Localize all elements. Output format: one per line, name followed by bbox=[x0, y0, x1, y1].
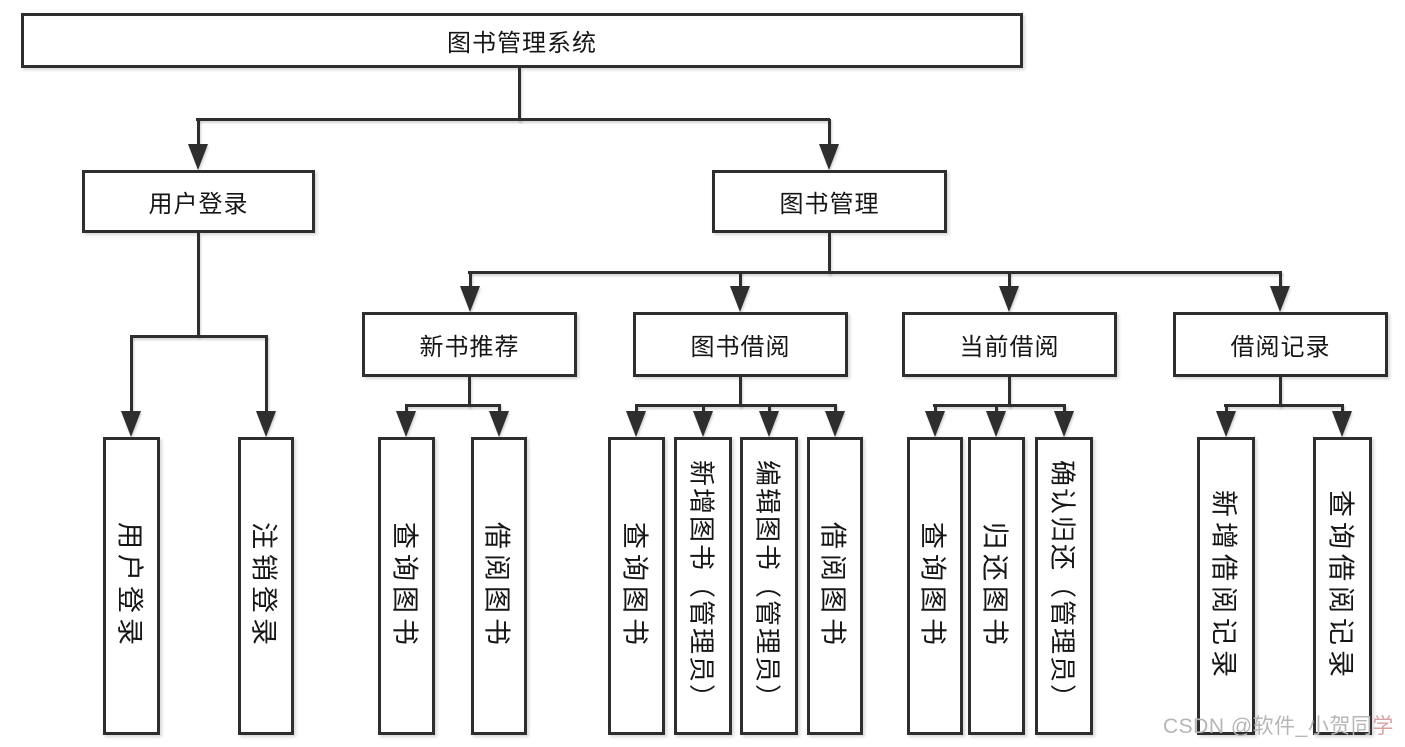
arrow-down-icon bbox=[1216, 406, 1236, 437]
connector-book-management-stem bbox=[828, 233, 831, 274]
connector-borrow-bar bbox=[635, 404, 837, 407]
arrow-down-icon bbox=[730, 272, 750, 312]
connector-root-stem bbox=[518, 68, 521, 121]
node-library-system: 图书管理系统 bbox=[21, 13, 1023, 68]
node-add-book-admin: 新增图书（管理员） bbox=[674, 437, 732, 735]
arrow-down-icon bbox=[256, 336, 276, 437]
arrow-down-icon bbox=[1054, 406, 1074, 437]
node-label: 图书管理 bbox=[779, 191, 880, 218]
arrow-down-icon bbox=[188, 119, 208, 170]
node-book-borrow: 图书借阅 bbox=[633, 312, 848, 377]
arrow-down-icon bbox=[759, 406, 779, 437]
node-label: 借阅记录 bbox=[1230, 334, 1331, 361]
arrow-down-icon bbox=[693, 406, 713, 437]
csdn-watermark-text: CSDN @软件_小贺同 bbox=[1163, 715, 1373, 738]
connector-user-login-stem bbox=[197, 233, 200, 337]
node-label: 确认归还（管理员） bbox=[1047, 459, 1078, 713]
arrow-down-icon bbox=[999, 272, 1019, 312]
csdn-watermark-accent: 学 bbox=[1372, 715, 1394, 738]
arrow-down-icon bbox=[1270, 272, 1290, 312]
connector-records-stem bbox=[1279, 377, 1282, 407]
node-new-book-recommend: 新书推荐 bbox=[362, 312, 577, 377]
node-label: 借阅图书 bbox=[817, 522, 848, 650]
node-add-borrow-record: 新增借阅记录 bbox=[1197, 437, 1255, 735]
connector-recommend-stem bbox=[468, 377, 471, 407]
connector-level3-bar bbox=[468, 271, 1282, 274]
node-label: 新书推荐 bbox=[419, 334, 520, 361]
node-query-books-recommend: 查询图书 bbox=[378, 437, 435, 735]
node-label: 查询图书 bbox=[619, 522, 649, 650]
node-borrow-books-borrow: 借阅图书 bbox=[807, 437, 863, 735]
node-borrow-books-recommend: 借阅图书 bbox=[471, 437, 527, 735]
arrow-down-icon bbox=[489, 406, 509, 437]
node-book-management: 图书管理 bbox=[712, 170, 947, 233]
node-label: 归还图书 bbox=[979, 522, 1009, 650]
node-label: 新增借阅记录 bbox=[1208, 490, 1239, 682]
connector-records-bar bbox=[1224, 404, 1344, 407]
node-label: 借阅图书 bbox=[481, 522, 512, 650]
connector-level2-bar bbox=[196, 118, 830, 121]
node-label: 编辑图书（管理员） bbox=[752, 459, 783, 713]
arrow-down-icon bbox=[1332, 406, 1352, 437]
arrow-down-icon bbox=[121, 336, 141, 437]
node-query-books-current: 查询图书 bbox=[907, 437, 963, 735]
node-label: 查询图书 bbox=[389, 522, 419, 650]
node-user-login: 用户登录 bbox=[82, 170, 315, 233]
node-edit-book-admin: 编辑图书（管理员） bbox=[740, 437, 798, 735]
connector-recommend-bar bbox=[405, 404, 501, 407]
node-label: 新增图书（管理员） bbox=[686, 459, 717, 713]
csdn-watermark: CSDN @软件_小贺同学 bbox=[1163, 710, 1394, 740]
node-label: 用户登录 bbox=[148, 191, 249, 218]
node-label: 查询借阅记录 bbox=[1325, 490, 1355, 682]
node-return-book: 归还图书 bbox=[968, 437, 1025, 735]
node-label: 图书管理系统 bbox=[447, 30, 597, 57]
node-confirm-return-admin: 确认归还（管理员） bbox=[1035, 437, 1093, 735]
arrow-down-icon bbox=[626, 406, 646, 437]
connector-user-login-bar bbox=[130, 335, 268, 338]
connector-borrow-stem bbox=[739, 377, 742, 407]
node-borrow-records: 借阅记录 bbox=[1173, 312, 1388, 377]
arrow-down-icon bbox=[925, 406, 945, 437]
connector-current-stem bbox=[1008, 377, 1011, 407]
node-query-books-borrow: 查询图书 bbox=[608, 437, 665, 735]
node-label: 查询图书 bbox=[917, 522, 948, 650]
node-logout: 注销登录 bbox=[238, 437, 294, 735]
arrow-down-icon bbox=[396, 406, 416, 437]
node-label: 图书借阅 bbox=[690, 334, 791, 361]
node-query-borrow-record: 查询借阅记录 bbox=[1313, 437, 1372, 735]
node-label: 当前借阅 bbox=[959, 334, 1060, 361]
arrow-down-icon bbox=[460, 272, 480, 312]
node-label: 用户登录 bbox=[114, 522, 144, 650]
arrow-down-icon bbox=[819, 119, 839, 170]
node-user-login-leaf: 用户登录 bbox=[103, 437, 160, 735]
arrow-down-icon bbox=[825, 406, 845, 437]
connector-current-bar bbox=[933, 404, 1066, 407]
arrow-down-icon bbox=[986, 406, 1006, 437]
node-label: 注销登录 bbox=[248, 522, 279, 650]
node-current-borrow: 当前借阅 bbox=[902, 312, 1117, 377]
